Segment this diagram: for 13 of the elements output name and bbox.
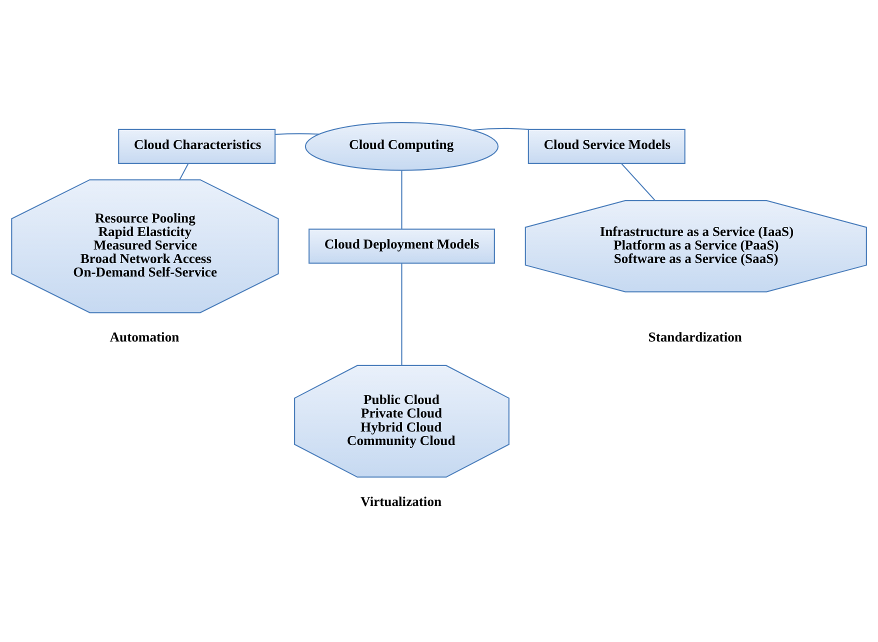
connector	[472, 127, 529, 130]
connector	[401, 262, 402, 365]
node-label: Virtualization	[360, 493, 442, 508]
node-box: Cloud Deployment Models	[308, 228, 495, 264]
node-ellipse: Cloud Computing	[304, 122, 499, 170]
node-box: Cloud Characteristics	[118, 128, 276, 164]
connector	[401, 170, 402, 229]
node-label: Standardization	[648, 328, 742, 344]
node-label: Automation	[110, 328, 180, 344]
node-box: Cloud Service Models	[528, 128, 686, 164]
connector	[179, 162, 189, 180]
connector	[620, 162, 656, 200]
connector	[275, 132, 320, 134]
